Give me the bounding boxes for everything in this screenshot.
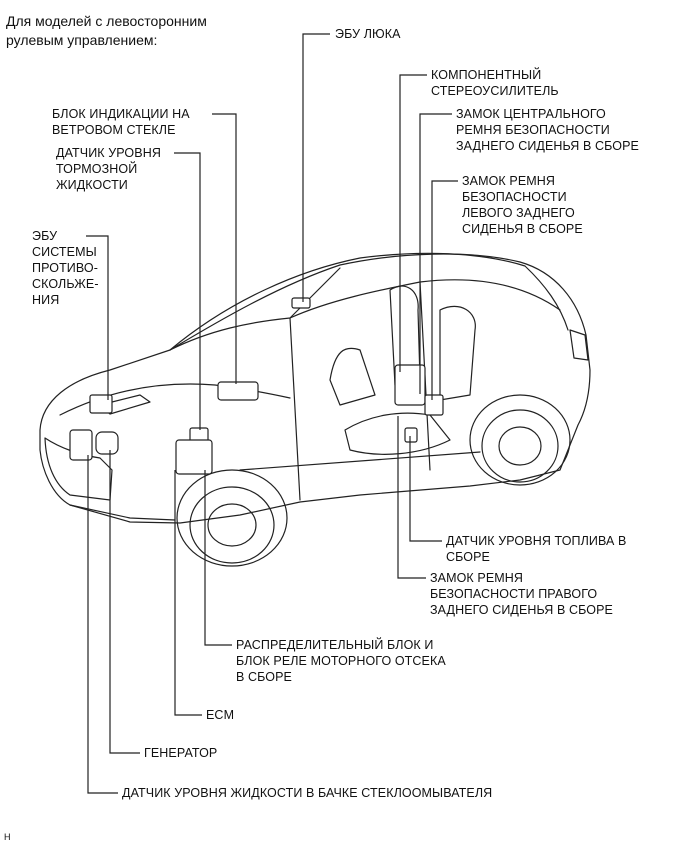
tail-lamp: [569, 329, 589, 361]
label-skid-control-ecu: ЭБУ СИСТЕМЫ ПРОТИВО- СКОЛЬЖЕ- НИЯ: [32, 229, 99, 307]
car-body-outline: [39, 253, 591, 524]
front-wheel-arch: [176, 469, 288, 567]
figure-code: H: [4, 832, 11, 842]
leader-brake-fluid: [174, 152, 201, 430]
label-sunroof-ecu: ЭБУ ЛЮКА: [335, 27, 401, 41]
label-brake-fluid-sensor: ДАТЧИК УРОВНЯ ТОРМОЗНОЙ ЖИДКОСТИ: [56, 146, 161, 192]
rear-wheel: [481, 409, 559, 483]
leader-right-buckle: [397, 416, 426, 579]
label-fuel-sender: ДАТЧИК УРОВНЯ ТОПЛИВА В СБОРЕ: [446, 534, 627, 564]
label-generator: ГЕНЕРАТОР: [144, 746, 218, 760]
sunroof-ecu-part: [291, 297, 311, 309]
page-title: Для моделей с левосторонним рулевым упра…: [6, 13, 207, 48]
label-hud: БЛОК ИНДИКАЦИИ НА ВЕТРОВОМ СТЕКЛЕ: [52, 107, 190, 137]
fuel-sender-part: [404, 427, 418, 443]
label-junction-block: РАСПРЕДЕЛИТЕЛЬНЫЙ БЛОК И БЛОК РЕЛЕ МОТОР…: [236, 638, 446, 684]
rear-seat-right: [439, 305, 476, 401]
washer-tank-part: [69, 429, 93, 461]
front-wheel: [189, 486, 275, 564]
floor-tunnel: [344, 412, 451, 455]
generator-part: [95, 431, 119, 455]
hud-part: [217, 381, 259, 401]
roof-line-inner: [289, 279, 561, 319]
label-center-seatbelt-buckle: ЗАМОК ЦЕНТРАЛЬНОГО РЕМНЯ БЕЗОПАСНОСТИ ЗА…: [456, 107, 639, 153]
leader-washer-level: [87, 455, 118, 794]
leader-fuel-sender: [409, 436, 442, 542]
front-wheel-hub: [207, 503, 257, 547]
rocker-line: [239, 451, 481, 471]
leader-stereo-amp: [399, 74, 427, 372]
windshield: [169, 267, 341, 351]
label-stereo-amplifier: КОМПОНЕНТНЫЙ СТЕРЕОУСИЛИТЕЛЬ: [431, 68, 559, 98]
label-ecm: ECM: [206, 708, 235, 722]
bumper-lower: [69, 504, 176, 521]
skid-ecu-part: [89, 394, 113, 414]
door-line-front: [289, 317, 301, 501]
front-seat: [329, 347, 376, 406]
rear-buckle-part: [424, 394, 444, 416]
leader-left-buckle: [431, 180, 458, 400]
label-right-seatbelt-buckle: ЗАМОК РЕМНЯ БЕЗОПАСНОСТИ ПРАВОГО ЗАДНЕГО…: [430, 571, 613, 617]
leader-center-buckle: [419, 113, 452, 394]
junction-block-part: [175, 439, 213, 475]
leader-hud: [212, 113, 237, 384]
label-left-seatbelt-buckle: ЗАМОК РЕМНЯ БЕЗОПАСНОСТИ ЛЕВОГО ЗАДНЕГО …: [462, 174, 583, 236]
car-roof: [169, 252, 569, 351]
leader-sunroof-ecu: [302, 33, 330, 302]
label-washer-level-sensor: ДАТЧИК УРОВНЯ ЖИДКОСТИ В БАЧКЕ СТЕКЛООМЫ…: [122, 786, 493, 800]
leader-ecm: [174, 470, 202, 716]
leader-junction-block: [204, 470, 232, 646]
rear-wheel-hub: [498, 426, 542, 466]
rear-wheel-arch: [469, 394, 571, 486]
leader-generator: [109, 450, 140, 754]
leader-skid-ecu: [86, 235, 109, 400]
stereo-amp-part: [394, 364, 426, 406]
